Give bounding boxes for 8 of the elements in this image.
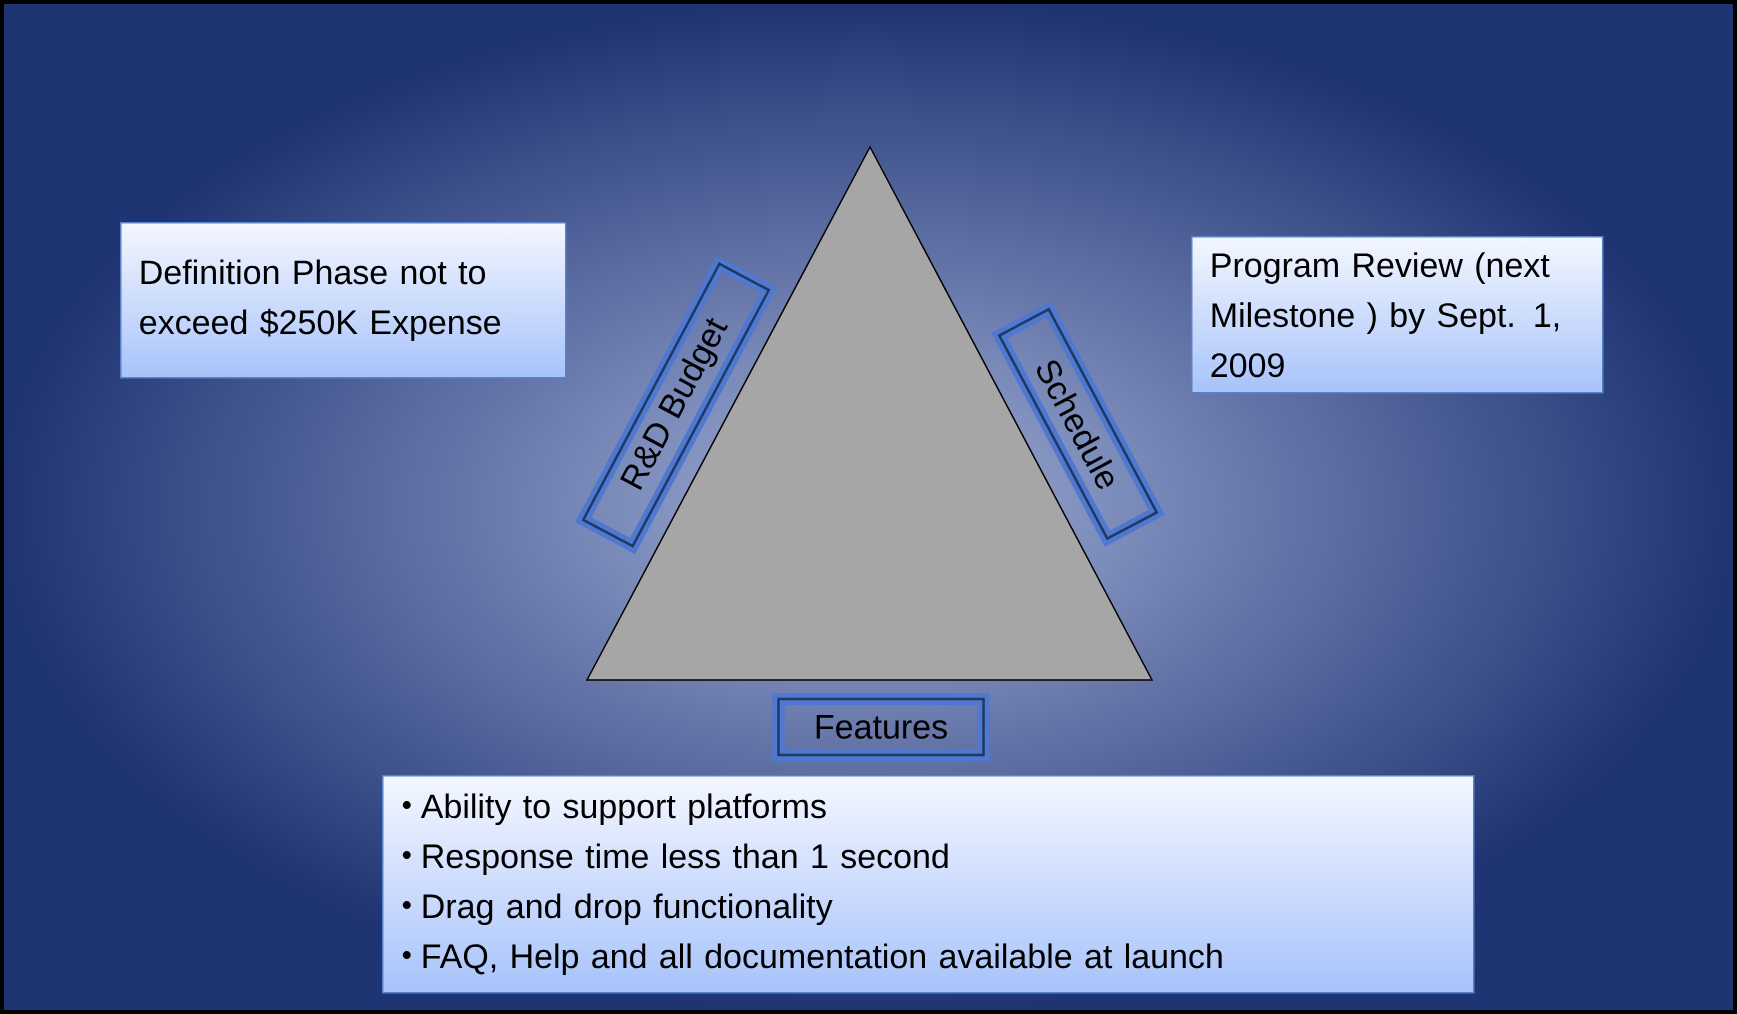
text-box: Definition Phase not to exceed $250K Expense [120, 222, 567, 379]
side-label: Features [772, 693, 990, 761]
bullet-item: Response time less than 1 second [402, 843, 948, 876]
text-box: Program Review (next Milestone ) by Sept. 1, 2009 [1191, 236, 1604, 394]
bullet-list-box [382, 775, 1475, 994]
bullet-item: Ability to support platforms [402, 793, 826, 826]
bullet-item: FAQ, Help and all documentation available at launch [402, 943, 1222, 976]
bullet-item: Drag and drop functionality [402, 893, 833, 926]
